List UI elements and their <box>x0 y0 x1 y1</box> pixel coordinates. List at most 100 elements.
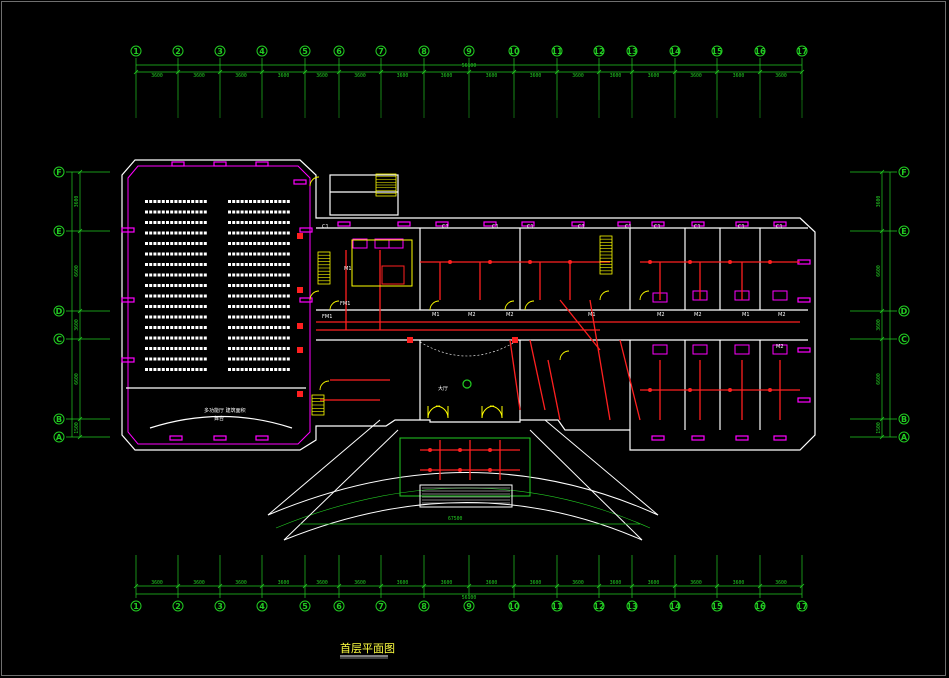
seat <box>232 284 236 287</box>
window <box>299 297 313 303</box>
door-swing <box>524 300 535 311</box>
seat <box>274 368 278 371</box>
electrical-panel <box>297 347 303 353</box>
wire <box>589 299 611 421</box>
overall-label-bottom: 56100 <box>462 595 477 601</box>
seat <box>149 252 153 256</box>
seat <box>228 336 231 340</box>
seat <box>199 200 203 203</box>
seat <box>178 357 182 361</box>
seat <box>157 368 161 371</box>
light-fixture <box>428 448 432 452</box>
seat <box>232 336 236 340</box>
room-tag: M1 <box>432 312 440 318</box>
seat <box>236 252 240 256</box>
tick-left <box>77 228 83 234</box>
seat <box>203 221 207 224</box>
tick-top <box>757 69 763 75</box>
seat <box>270 368 273 371</box>
seat <box>261 336 265 340</box>
seat <box>191 294 195 298</box>
tick-bottom <box>757 583 763 589</box>
dim-label-top: 3600 <box>775 73 787 79</box>
seat <box>174 368 178 371</box>
seat <box>253 336 257 340</box>
seat <box>253 273 257 277</box>
seat <box>253 305 257 308</box>
grid-bubble-top <box>214 45 226 57</box>
grid-bubble-top <box>418 45 430 57</box>
dim-label-bottom: 3600 <box>572 580 584 586</box>
door-swing <box>481 405 495 419</box>
seat <box>157 315 161 319</box>
seat <box>187 357 190 361</box>
seat <box>274 315 278 319</box>
tick-top <box>336 69 342 75</box>
seat <box>161 273 165 277</box>
seat <box>282 347 286 350</box>
seat <box>236 263 240 266</box>
stage-label: 舞台 <box>214 415 224 422</box>
entrance-dim-label: 67500 <box>448 516 463 522</box>
window <box>521 221 535 227</box>
grid-label-top: 11 <box>551 47 563 56</box>
grid-bubble-right <box>898 333 910 345</box>
seat <box>232 368 236 371</box>
seat <box>199 294 203 298</box>
seat <box>203 294 207 298</box>
seat <box>253 284 257 287</box>
stage: 多功能厅 建筑面积 舞台 <box>149 407 293 429</box>
seat <box>182 336 186 340</box>
seat <box>253 210 257 214</box>
seat <box>170 210 174 214</box>
seat <box>270 221 273 224</box>
tick-top <box>133 69 139 75</box>
grid-label-top: 5 <box>302 47 308 56</box>
plumbing-fixture <box>352 238 368 249</box>
seat <box>174 200 178 203</box>
electrical-wiring <box>297 233 800 480</box>
seat <box>261 231 265 235</box>
seat <box>166 210 169 214</box>
seat <box>199 273 203 277</box>
room-tag: M1 <box>344 266 352 272</box>
grid-bubble-bottom <box>796 600 808 612</box>
grid-label-bottom: 6 <box>336 602 342 611</box>
tick-top <box>302 69 308 75</box>
light-fixture <box>488 448 492 452</box>
seat <box>274 252 278 256</box>
seat <box>153 242 157 245</box>
electrical-panel <box>297 233 303 239</box>
tick-top <box>511 69 517 75</box>
seat <box>199 305 203 308</box>
seat <box>145 294 148 298</box>
seat <box>157 294 161 298</box>
grid-label-top: 2 <box>175 47 181 56</box>
tick-bottom <box>466 583 472 589</box>
seat <box>240 368 244 371</box>
seat <box>265 210 269 214</box>
seat <box>257 273 261 277</box>
dim-label-bottom: 3600 <box>316 580 328 586</box>
seat <box>282 200 286 203</box>
seat <box>253 200 257 203</box>
dim-label-left: 3600 <box>74 319 80 331</box>
tick-top <box>799 69 805 75</box>
seat <box>191 284 195 287</box>
room-tag: C1 <box>527 224 534 230</box>
seat <box>166 305 169 308</box>
seat <box>174 231 178 235</box>
seat <box>187 326 190 329</box>
seat <box>153 326 157 329</box>
grid-label-top: 4 <box>259 47 265 56</box>
room-tag: C1 <box>625 224 632 230</box>
grid-label-top: 17 <box>796 47 807 56</box>
seat <box>166 242 169 245</box>
grid-label-left: C <box>56 335 62 344</box>
grid-label-top: 12 <box>593 47 604 56</box>
dim-label-bottom: 3600 <box>151 580 163 586</box>
seat <box>161 347 165 350</box>
window <box>797 297 811 303</box>
seat <box>195 221 199 224</box>
